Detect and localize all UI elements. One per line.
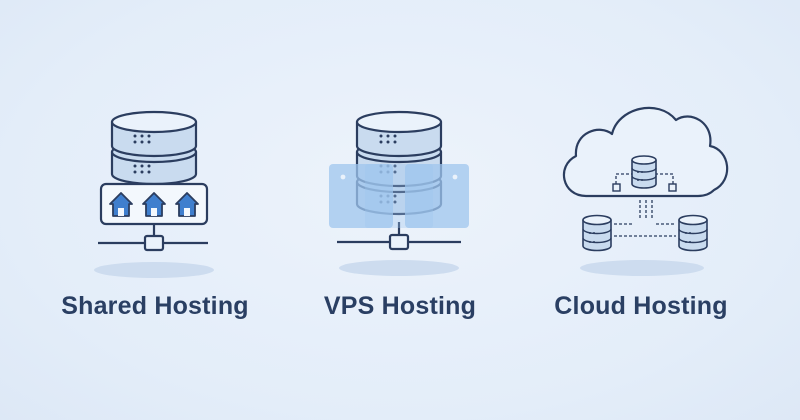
database-icon (110, 110, 198, 186)
network-node-icon (388, 233, 410, 251)
database-icon (631, 155, 657, 189)
database-icon (582, 214, 612, 252)
cloud-icon (562, 106, 729, 198)
cloud-hosting-label: Cloud Hosting (554, 292, 728, 320)
house-icon (142, 192, 166, 217)
vps-hosting-label: VPS Hosting (323, 292, 477, 320)
vps-server-icon (329, 110, 469, 276)
shared-hosting-panel: Shared Hosting (22, 0, 288, 420)
database-icon (678, 214, 708, 252)
shadow (94, 262, 214, 278)
virtual-partition-icon (405, 164, 469, 228)
house-icon (175, 192, 199, 217)
shared-server-icon (94, 110, 214, 278)
cloud-hosting-panel: Cloud Hosting (508, 0, 774, 420)
shadow (580, 260, 704, 276)
vps-hosting-panel: VPS Hosting (267, 0, 533, 420)
virtual-partition-icon (329, 164, 393, 228)
cloud-server-icon (562, 106, 729, 276)
shared-hosting-label: Shared Hosting (61, 292, 249, 320)
node-icon (668, 183, 677, 192)
house-icon (109, 192, 133, 217)
shadow (339, 260, 459, 276)
node-icon (612, 183, 621, 192)
network-node-icon (143, 234, 165, 252)
